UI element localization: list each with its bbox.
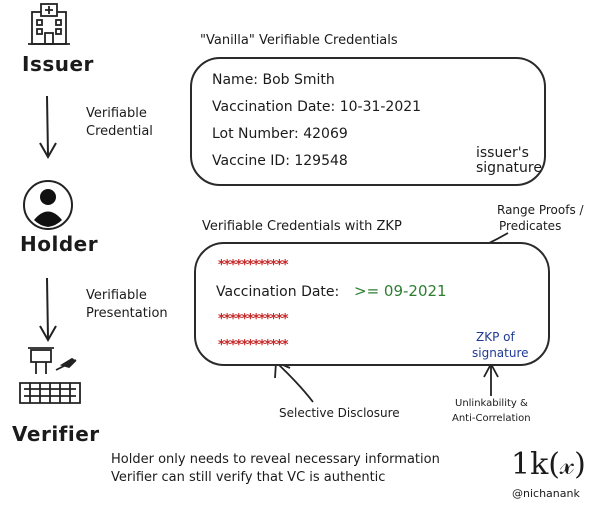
avatar-icon [23,180,73,230]
zkp-signature-line2: signature [472,346,529,360]
issuer-label: Issuer [22,52,94,76]
zkp-vaccination-value: >= 09-2021 [354,282,447,300]
vanilla-title: "Vanilla" Verifiable Credentials [200,33,398,48]
airport-icon [19,347,81,404]
zkp-vaccination-label: Vaccination Date: [216,284,340,300]
footer-line1: Holder only needs to reveal necessary in… [111,452,440,467]
footer-line2: Verifier can still verify that VC is aut… [111,470,386,485]
issuer-to-holder-arrow [46,95,49,156]
vanilla-vaccination-date: Vaccination Date: 10-31-2021 [212,99,422,115]
hospital-icon [28,3,70,45]
holder-to-verifier-arrowhead [39,325,57,343]
holder-label: Holder [20,232,99,256]
flow-credential-line1: Verifiable [86,106,147,121]
brand-handle: @nichanank [512,487,580,500]
range-proofs-line2: Predicates [499,219,562,233]
vanilla-name: Name: Bob Smith [212,72,335,88]
holder-to-verifier-arrow [46,277,49,339]
issuer-signature-line2: signature [476,160,542,176]
verifier-label: Verifier [12,422,100,446]
zkp-credential-card: ************ Vaccination Date: >= 09-202… [194,242,550,366]
hidden-field-1: ************ [218,258,289,273]
issuer-signature-line1: issuer's [476,145,529,161]
zkp-signature-line1: ZKP of [476,330,515,344]
issuer-to-holder-arrowhead [39,142,57,160]
vanilla-vaccine-id: Vaccine ID: 129548 [212,153,348,169]
selective-disclosure-arrow [277,363,314,403]
unlinkability-line1: Unlinkability & [455,398,528,409]
vanilla-credential-card: Name: Bob Smith Vaccination Date: 10-31-… [190,57,546,186]
selective-disclosure-label: Selective Disclosure [279,406,400,420]
vanilla-lot-number: Lot Number: 42069 [212,126,348,142]
range-proofs-line1: Range Proofs / [497,203,584,217]
zkp-title: Verifiable Credentials with ZKP [202,219,402,234]
flow-presentation-line2: Presentation [86,306,168,321]
flow-credential-line2: Credential [86,124,153,139]
unlinkability-line2: Anti-Correlation [452,413,531,424]
hidden-field-3: ************ [218,338,289,353]
brand-logo: 1k(𝓍) [511,447,586,482]
hidden-field-2: ************ [218,312,289,327]
flow-presentation-line1: Verifiable [86,288,147,303]
